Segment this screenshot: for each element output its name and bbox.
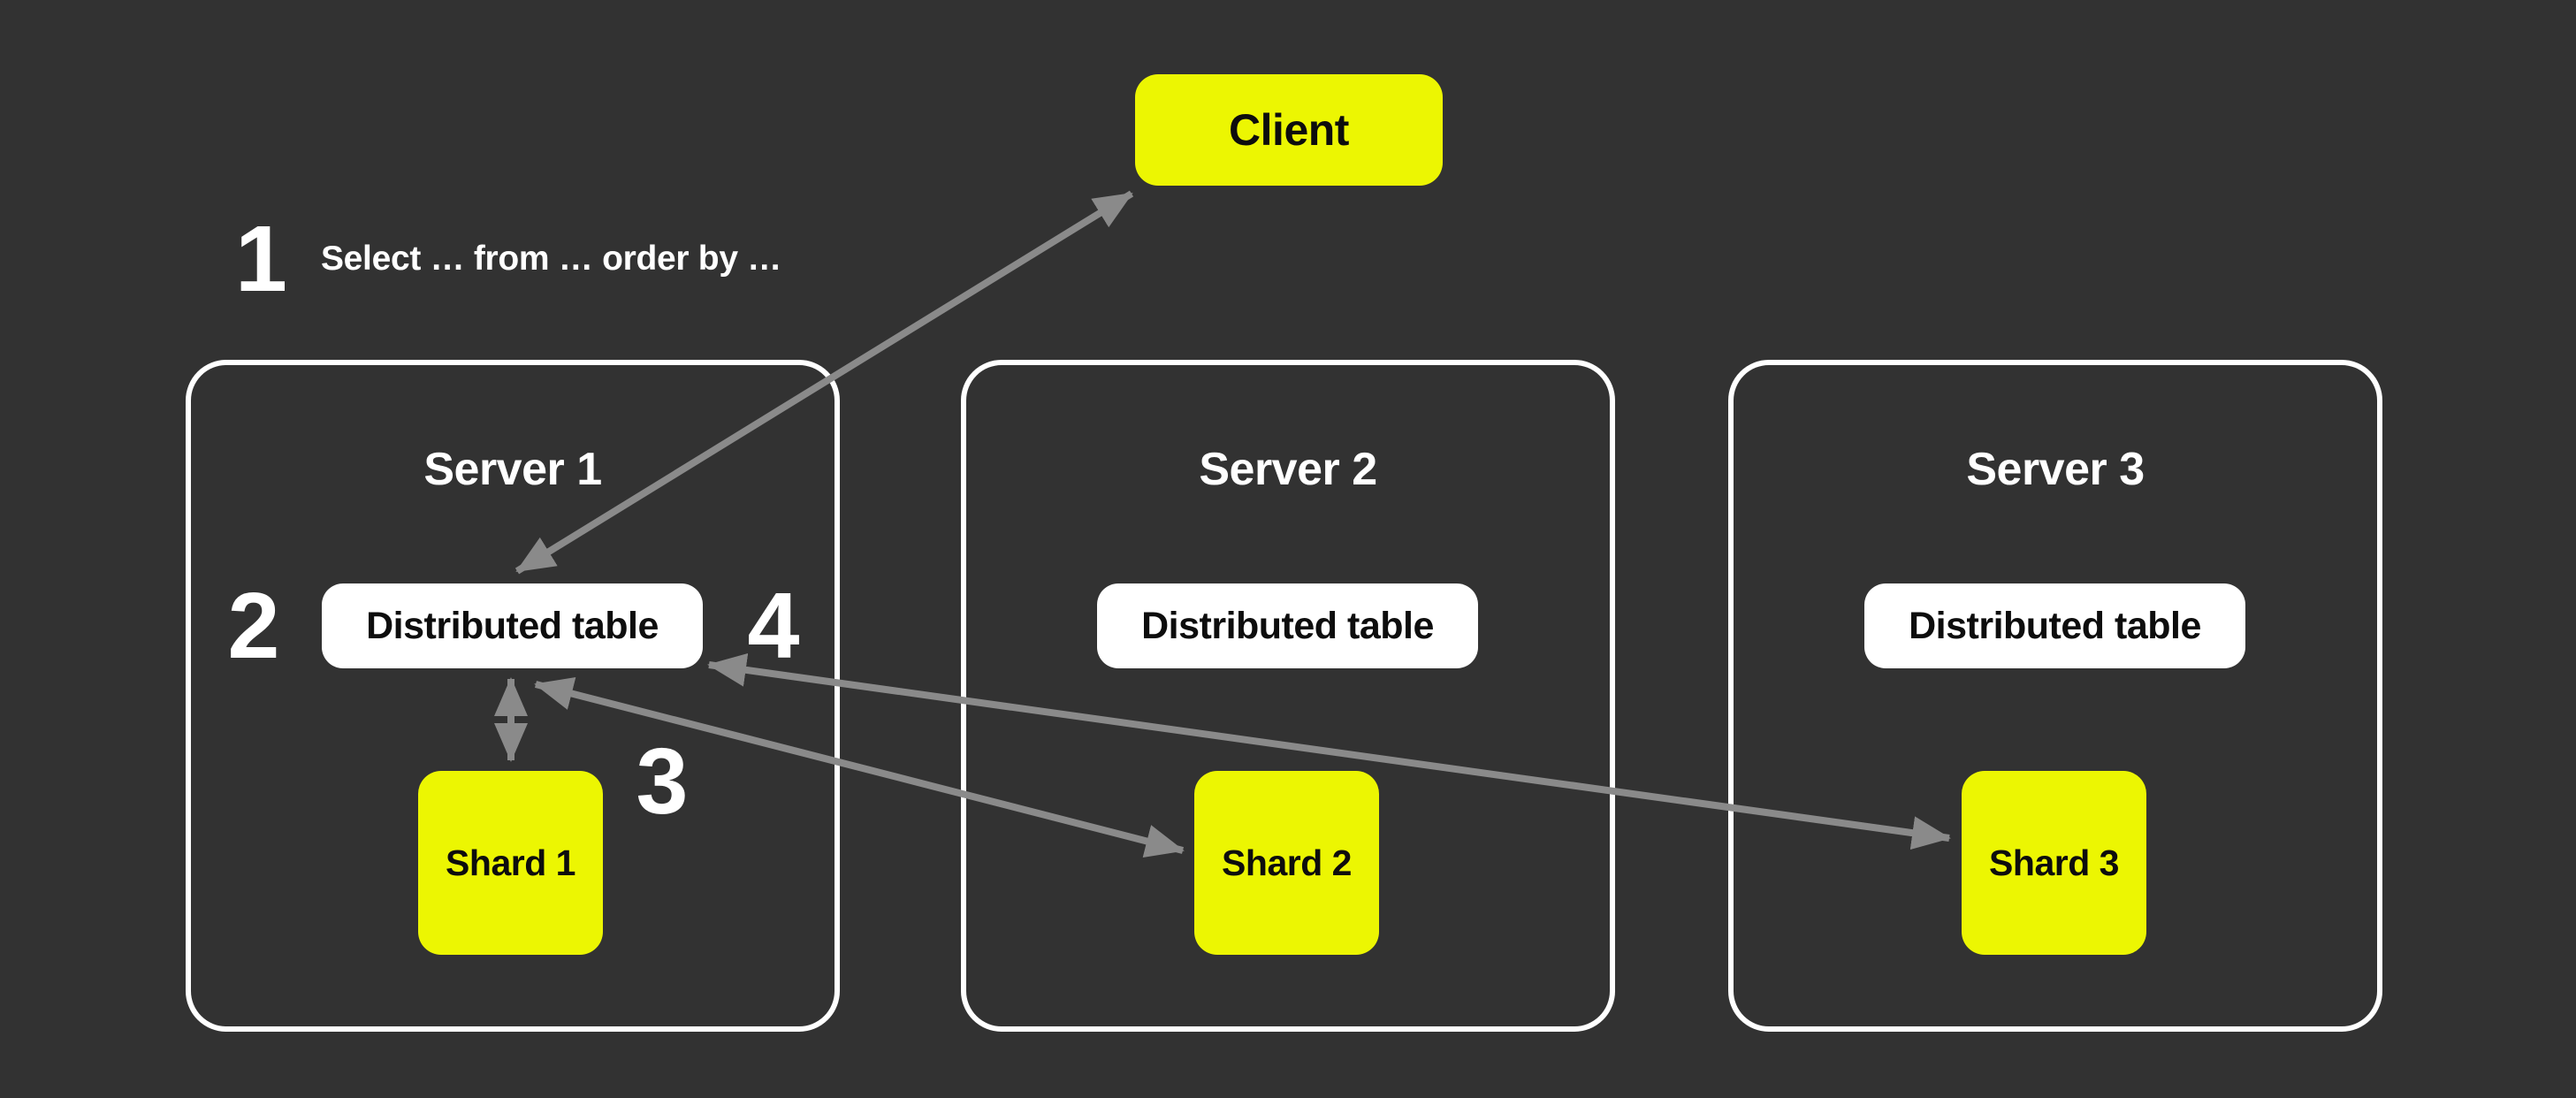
- server1-title: Server 1: [423, 444, 602, 495]
- server3-distributed-table-label: Distributed table: [1909, 604, 2201, 647]
- server2-shard-label: Shard 2: [1222, 842, 1352, 883]
- server2-shard: Shard 2: [1194, 771, 1379, 955]
- server1-shard: Shard 1: [418, 771, 603, 955]
- server3-title: Server 3: [1966, 444, 2145, 495]
- server1-distributed-table-label: Distributed table: [366, 604, 659, 647]
- step1-annotation: 1 Select … from … order by …: [235, 212, 781, 306]
- server2-distributed-table: Distributed table: [1097, 583, 1478, 668]
- step1-query-text: Select … from … order by …: [320, 240, 781, 278]
- server3-shard: Shard 3: [1962, 771, 2146, 955]
- server2-title: Server 2: [1199, 444, 1377, 495]
- step1-number: 1: [235, 207, 287, 311]
- server3-shard-label: Shard 3: [1989, 842, 2119, 883]
- client-box: Client: [1135, 74, 1443, 186]
- server3-distributed-table: Distributed table: [1864, 583, 2245, 668]
- server2-distributed-table-label: Distributed table: [1141, 604, 1434, 647]
- step3-number: 3: [636, 729, 689, 834]
- step2-number: 2: [227, 574, 280, 678]
- step4-number: 4: [747, 574, 800, 678]
- server1-distributed-table: Distributed table: [322, 583, 703, 668]
- server1-shard-label: Shard 1: [446, 842, 575, 883]
- client-label: Client: [1229, 105, 1349, 155]
